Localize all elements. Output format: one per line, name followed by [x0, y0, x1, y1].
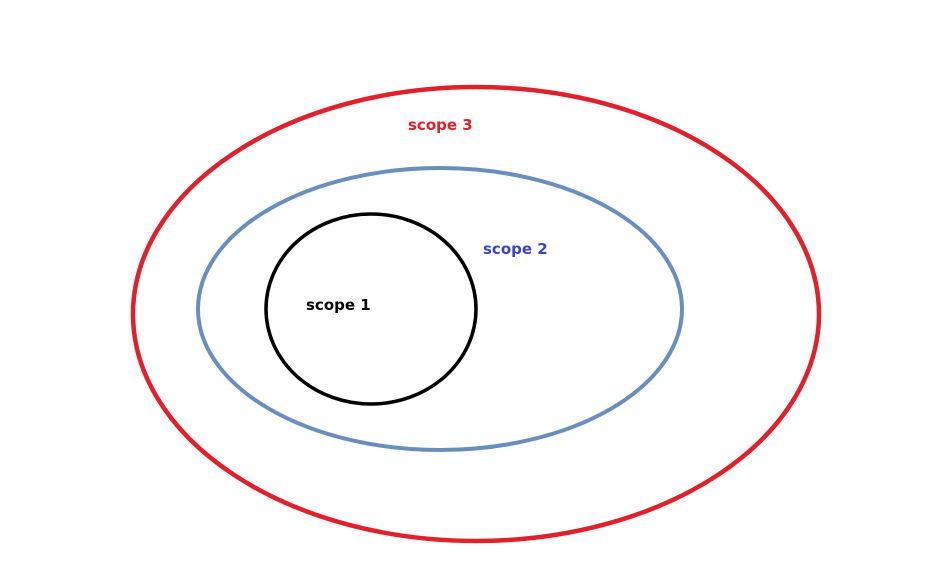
scope-2-ellipse: [196, 166, 684, 452]
scope-1-label: scope 1: [306, 296, 371, 314]
scope-1-circle: [264, 212, 478, 406]
scope-3-label: scope 3: [408, 116, 473, 134]
scope-2-label: scope 2: [483, 240, 548, 258]
scope-3-ellipse: [130, 84, 822, 544]
